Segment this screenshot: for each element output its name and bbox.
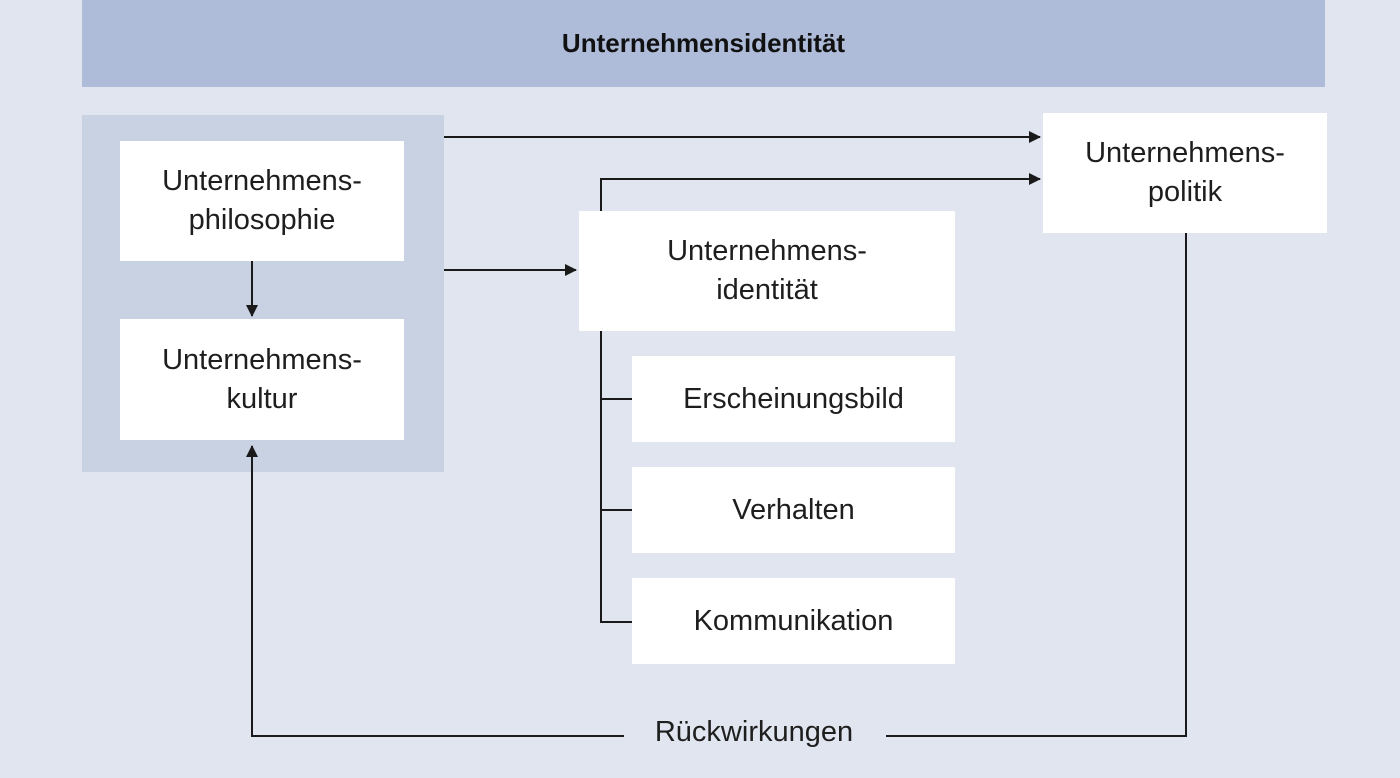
node-kommunikation: Kommunikation bbox=[632, 578, 955, 664]
node-kultur: Unternehmens-kultur bbox=[120, 319, 404, 440]
diagram-title: Unternehmensidentität bbox=[82, 0, 1325, 87]
node-politik: Unternehmens-politik bbox=[1043, 113, 1327, 233]
feedback-loop-right bbox=[886, 233, 1187, 737]
node-philosophie: Unternehmens-philosophie bbox=[120, 141, 404, 261]
node-identitaet: Unternehmens-identität bbox=[579, 211, 955, 331]
node-verhalten: Verhalten bbox=[632, 467, 955, 553]
arrow-identitaet-to-politik bbox=[600, 173, 1041, 211]
feedback-label: Rückwirkungen bbox=[624, 712, 884, 752]
identitaet-bracket bbox=[600, 331, 632, 623]
feedback-loop-left bbox=[246, 445, 624, 737]
node-erscheinungsbild: Erscheinungsbild bbox=[632, 356, 955, 442]
